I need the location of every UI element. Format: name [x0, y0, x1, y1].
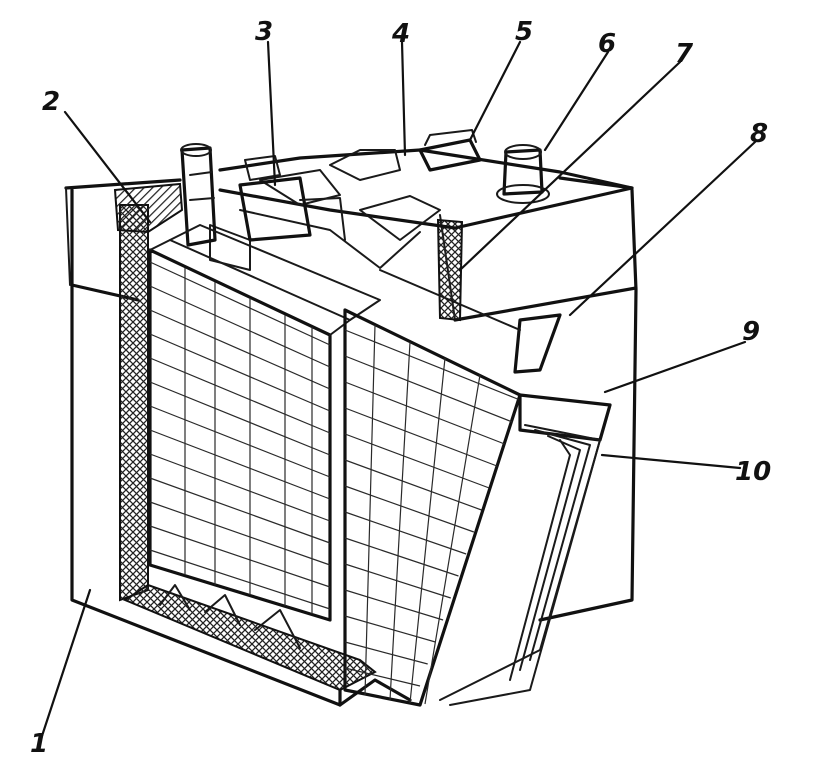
inner-plate-row	[149, 285, 331, 368]
inner-plate-row	[149, 261, 331, 346]
terminal-post-left	[180, 143, 217, 247]
leader-lines	[38, 40, 757, 744]
leader-6	[543, 50, 610, 152]
inner-plate-row	[149, 429, 331, 500]
outer-plate-row	[344, 381, 505, 445]
case-bottom-hatch	[122, 583, 377, 692]
case-right-wall-hatch	[436, 218, 464, 322]
callout-1: 1	[30, 729, 48, 759]
outer-plate-row	[344, 511, 467, 555]
outer-plate-row	[344, 667, 421, 687]
pulled-plate-group	[343, 269, 612, 707]
inner-plate-row	[149, 381, 331, 456]
outer-plate-row	[344, 407, 498, 467]
leader-1	[38, 588, 92, 744]
outer-plate-row	[344, 537, 459, 577]
inner-plate-stack	[148, 224, 381, 622]
inner-plate-row	[149, 357, 331, 434]
outer-plate-row	[344, 329, 521, 401]
terminal-post-right	[496, 144, 550, 204]
callout-5: 5	[515, 17, 533, 47]
leader-7	[458, 60, 682, 272]
leader-5	[468, 40, 522, 142]
leader-2	[63, 110, 152, 224]
leader-3	[266, 40, 277, 187]
outer-plate-row	[344, 589, 444, 621]
case-corner-hatch	[113, 182, 184, 234]
inner-plate-row	[149, 501, 331, 566]
outer-plate-row	[344, 355, 513, 423]
outer-plate-row	[344, 615, 436, 643]
callout-9: 9	[742, 317, 760, 347]
callout-6: 6	[598, 29, 616, 59]
callout-labels: 1 2 3 4 5 6 7 8 9 10	[30, 17, 771, 759]
battery-case	[64, 176, 638, 707]
callout-3: 3	[255, 17, 273, 47]
inner-plate-row	[149, 333, 331, 412]
case-front-wall	[119, 204, 149, 602]
callout-4: 4	[391, 19, 410, 49]
inner-plate-row	[149, 453, 331, 522]
inner-plate-row	[149, 309, 331, 390]
leader-8	[568, 140, 757, 317]
outer-plate-row	[344, 433, 490, 489]
inner-plate-row	[149, 525, 331, 588]
callout-8: 8	[750, 119, 768, 149]
filler-cap	[244, 129, 482, 181]
callout-7: 7	[675, 39, 694, 69]
callout-2: 2	[42, 87, 60, 117]
leader-10	[600, 453, 742, 470]
inner-plate-row	[149, 405, 331, 478]
leader-9	[603, 340, 747, 394]
outer-plate-row	[344, 563, 451, 599]
inner-plate-row	[149, 477, 331, 544]
callout-10: 10	[735, 457, 771, 487]
leader-4	[400, 40, 407, 157]
terminal-bridge	[238, 176, 346, 242]
outer-plate-row	[344, 485, 475, 533]
inner-plate-row	[149, 549, 331, 610]
battery-cover	[209, 148, 634, 271]
